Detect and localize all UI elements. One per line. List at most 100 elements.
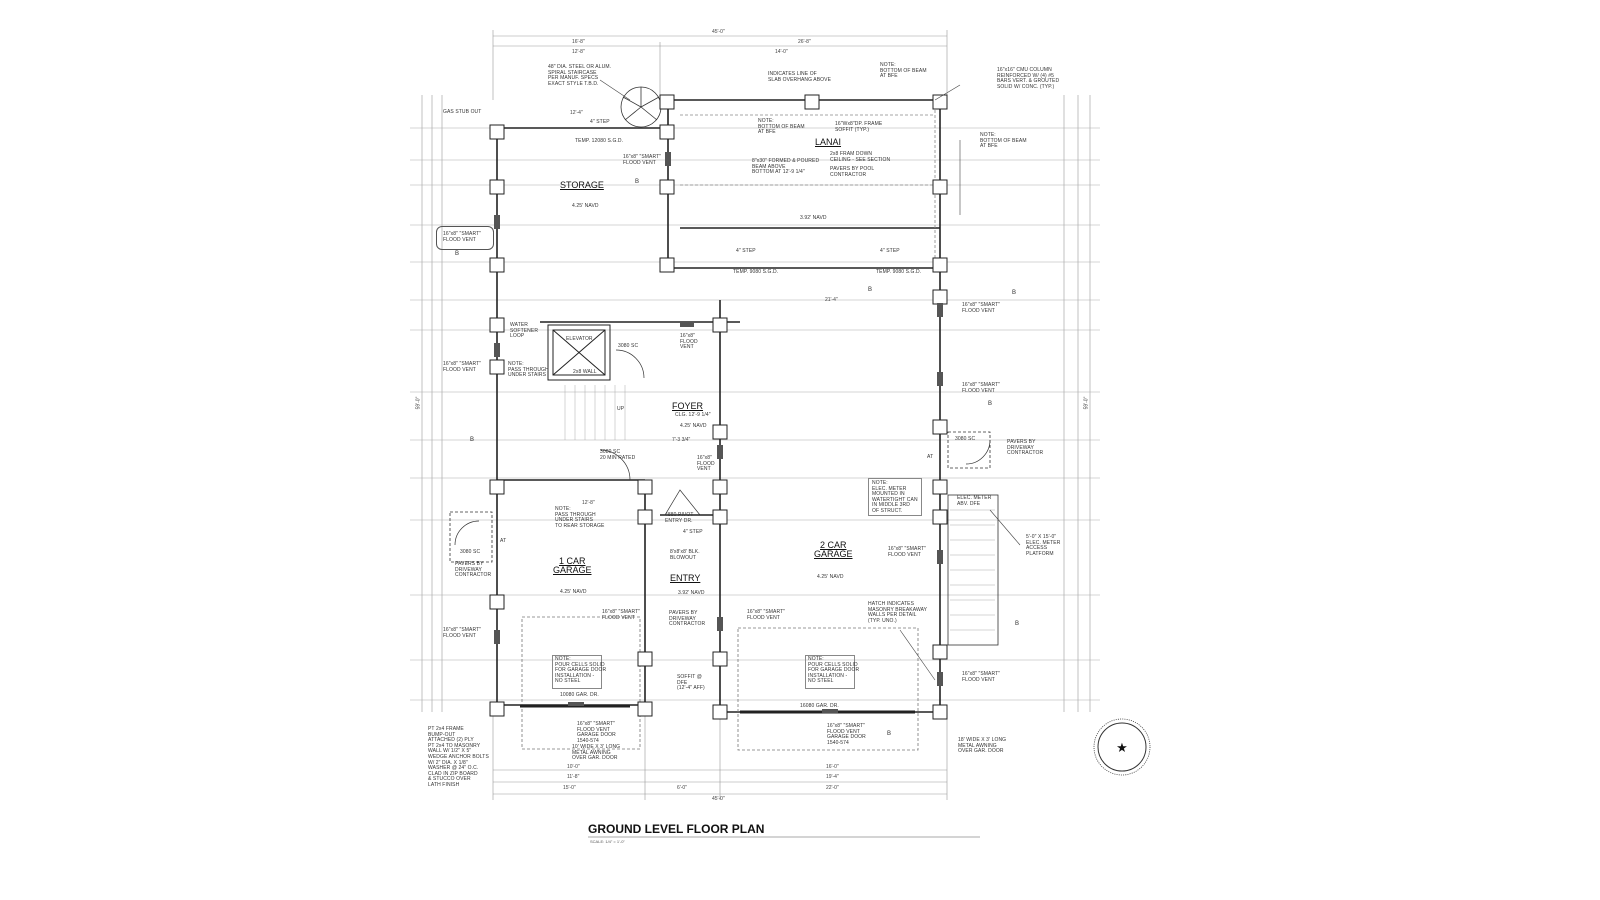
compass: ★ <box>1093 718 1151 776</box>
note-wall-2x8: 2x8 WALL <box>573 369 597 375</box>
note-at-right: AT <box>927 454 934 460</box>
dim-bottom-overall: 45'-0" <box>712 796 725 802</box>
note-pavers-pool: PAVERS BY POOL CONTRACTOR <box>830 166 875 178</box>
elevator-label: ELEVATOR <box>566 336 593 342</box>
dim-bottom-left: 15'-0" <box>563 785 576 791</box>
note-garage-vent-1: 16"x8" "SMART" FLOOD VENT GARAGE DOOR 15… <box>577 721 616 744</box>
note-beam-top: NOTE: BOTTOM OF BEAM AT BFE <box>880 62 927 80</box>
dim-overall-width: 45'-0" <box>712 29 725 35</box>
elevation-entry: 3.92' NAVD <box>678 590 705 596</box>
note-door-3080-elevator: 3080 SC <box>618 343 639 349</box>
flood-vent-icons <box>494 152 943 713</box>
note-at-left: AT <box>500 538 507 544</box>
elec-meter-note-box <box>868 478 922 516</box>
note-awning-large: 18' WIDE X 3' LONG METAL AWNING OVER GAR… <box>958 737 1007 755</box>
drawing-scale: SCALE: 1/4" = 1'-0" <box>590 839 625 844</box>
note-gas-stub: GAS STUB OUT <box>443 109 482 115</box>
note-pour-cells-1: NOTE: POUR CELLS SOLID FOR GARAGE DOOR I… <box>555 656 607 685</box>
note-flood-vent-10: 16"x8" "SMART" FLOOD VENT <box>747 609 786 621</box>
note-elec-meter: NOTE: ELEC. METER MOUNTED IN WATERTIGHT … <box>872 480 918 514</box>
drawing-title: GROUND LEVEL FLOOR PLAN <box>588 822 765 836</box>
door-swings <box>454 349 991 546</box>
note-pour-cells-2: NOTE: POUR CELLS SOLID FOR GARAGE DOOR I… <box>808 656 860 685</box>
room-label-lanai: LANAI <box>815 137 842 147</box>
note-door-3080-right: 3080 SC <box>955 436 976 442</box>
note-flood-vent-5: 16"x8" "SMART" FLOOD VENT <box>962 302 1001 314</box>
note-flood-vent-6: 16"x8" "SMART" FLOOD VENT <box>962 382 1001 394</box>
dim-door-large: 16'-0" <box>826 764 839 770</box>
note-pivot-door: 4880 PIVOT ENTRY DR. <box>665 512 694 524</box>
note-spiral-stair: 48" DIA. STEEL OR ALUM. SPIRAL STAIRCASE… <box>548 64 612 87</box>
note-cmu-column: 16"x16" CMU COLUMN REINFORCED W/ (4) #5 … <box>997 67 1060 90</box>
note-hatch: HATCH INDICATES MASONRY BREAKAWAY WALLS … <box>868 601 928 624</box>
cmu-columns <box>489 94 948 720</box>
dim-bay-small: 11'-8" <box>567 774 580 780</box>
north-star-icon: ★ <box>1116 740 1128 755</box>
note-flood-vent-8: 16"x8" "SMART" FLOOD VENT <box>962 671 1001 683</box>
platform-and-bumpouts <box>449 100 999 751</box>
note-step-entry: 4" STEP <box>683 529 703 535</box>
tag-b-2: B <box>455 251 460 257</box>
room-label-1-car-garage: 1 CAR GARAGE <box>553 556 592 575</box>
elevation-storage: 4.25' NAVD <box>572 203 599 209</box>
room-label-2-car-garage: 2 CAR GARAGE <box>814 540 853 559</box>
note-step-lanai-1: 4" STEP <box>736 248 756 254</box>
note-awning-small: 10' WIDE X 3' LONG METAL AWNING OVER GAR… <box>572 744 621 762</box>
stair-treads <box>564 385 995 631</box>
dim-top-left: 16'-8" <box>572 39 585 45</box>
dim-bay-large: 19'-4" <box>826 774 839 780</box>
tag-b-7: B <box>1015 621 1020 627</box>
note-garage-door-16080: 16080 GAR. DR. <box>800 703 839 709</box>
room-label-entry: ENTRY <box>670 573 701 583</box>
note-water-softener: WATER SOFTENER LOOP <box>510 322 539 340</box>
dim-lanai-span: 12'-4" <box>570 110 583 116</box>
note-garage-door-10080: 10080 GAR. DR. <box>560 692 599 698</box>
note-beam-right: NOTE: BOTTOM OF BEAM AT BFE <box>980 132 1027 150</box>
note-soffit-dfe: SOFFIT @ DFE (12'-4" AFF) <box>677 674 705 692</box>
note-temp-9080-2: TEMP. 9080 S.G.D. <box>876 269 922 275</box>
dim-overall-depth-right: 59'-0" <box>1083 396 1090 410</box>
note-formed-beam: 8"x30" FORMED & POURED BEAM ABOVE BOTTOM… <box>752 158 820 176</box>
elevation-1-car: 4.25' NAVD <box>560 589 587 595</box>
note-bulk-blowout: 8'x8'x8' BLK. BLOWOUT <box>670 549 700 561</box>
note-flood-vent-4: 16"x8" "SMART" FLOOD VENT <box>443 627 482 639</box>
note-flood-vent-11: 16"x8" FLOOD VENT <box>680 333 698 351</box>
note-soffit-frame: 16"Wx8"DP. FRAME SOFFIT (TYP.) <box>835 121 883 133</box>
pour-cells-note-box-1 <box>552 655 602 689</box>
tag-b-5: B <box>988 401 993 407</box>
tag-b-8: B <box>887 731 892 737</box>
elevator-shaft <box>547 324 611 381</box>
note-garage-vent-2: 16"x8" "SMART" FLOOD VENT GARAGE DOOR 15… <box>827 723 866 746</box>
note-flood-vent-12: 16"x8" FLOOD VENT <box>697 455 715 473</box>
tag-b-6: B <box>1012 290 1017 296</box>
dim-foyer: 7'-3 3/4" <box>672 437 691 443</box>
note-pass-rear-storage: NOTE: PASS THROUGH UNDER STAIRS TO REAR … <box>555 506 605 529</box>
dim-door-small: 10'-0" <box>567 764 580 770</box>
dim-overall-depth: 59'-0" <box>415 396 422 410</box>
flood-vent-callout <box>436 226 494 250</box>
note-elec-meter-abv: ELEC. METER ABV. DFE <box>957 495 992 507</box>
elevation-2-car: 4.25' NAVD <box>817 574 844 580</box>
note-flood-vent-3: 16"x8" "SMART" FLOOD VENT <box>443 361 482 373</box>
dimension-lines <box>410 30 1100 800</box>
note-door-3080-20min: 3080 SC 20 MIN RATED <box>600 449 636 461</box>
dim-storage-width: 12'-8" <box>572 49 585 55</box>
leader-lines <box>599 79 1021 681</box>
dim-top-right: 26'-8" <box>798 39 811 45</box>
room-label-storage: STORAGE <box>560 180 604 190</box>
dim-bottom-right: 22'-0" <box>826 785 839 791</box>
tag-b-1: B <box>635 179 640 185</box>
note-flood-vent-2: 16"x8" "SMART" FLOOD VENT <box>623 154 662 166</box>
note-door-3080-1car: 3080 SC <box>460 549 481 555</box>
dim-stair-span: 12'-8" <box>582 500 595 506</box>
note-flood-vent-9: 16"x8" "SMART" FLOOD VENT <box>602 609 641 621</box>
elevation-lanai: 3.92' NAVD <box>800 215 827 221</box>
note-pavers-driveway-left: PAVERS BY DRIVEWAY CONTRACTOR <box>455 561 492 579</box>
note-step-lanai-2: 4" STEP <box>880 248 900 254</box>
elevation-foyer: 4.25' NAVD <box>680 423 707 429</box>
tag-b-3: B <box>470 437 475 443</box>
note-pavers-driveway-entry: PAVERS BY DRIVEWAY CONTRACTOR <box>669 610 706 628</box>
note-elec-platform: 5'-0" X 15'-0" ELEC. METER ACCESS PLATFO… <box>1026 534 1061 557</box>
